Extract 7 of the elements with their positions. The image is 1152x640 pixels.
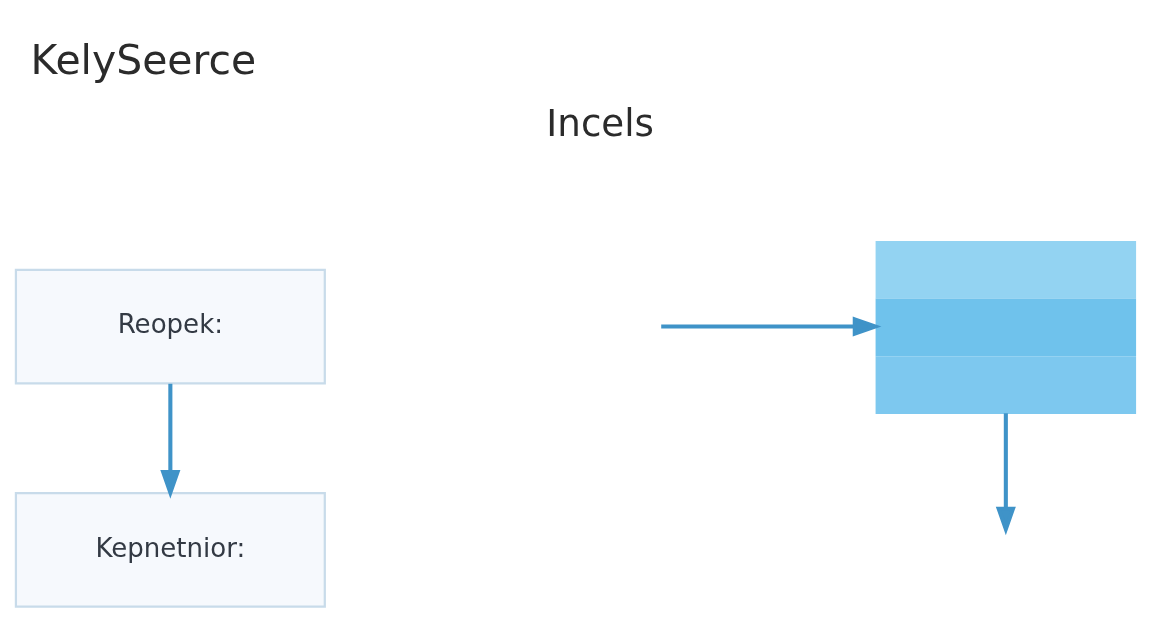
diagram-title: KelySeerce xyxy=(30,35,257,84)
node-box: Reopek: xyxy=(14,268,326,385)
arrow xyxy=(661,316,882,337)
node-box: Kepnetnior: xyxy=(14,491,326,608)
arrow xyxy=(995,413,1016,536)
label: Incels xyxy=(546,100,654,145)
arrow xyxy=(160,383,181,499)
